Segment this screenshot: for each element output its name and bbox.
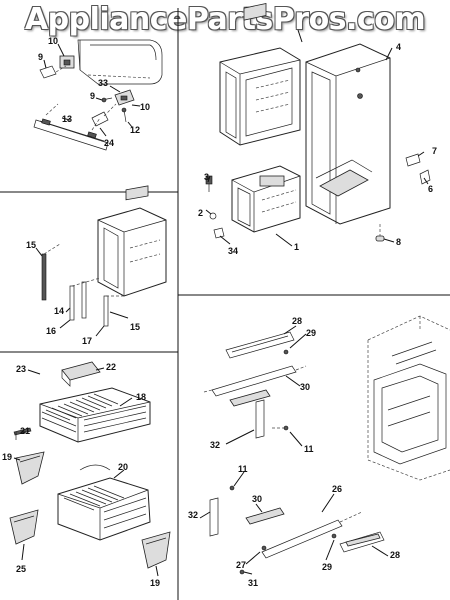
callout-label: 12 [130, 125, 140, 135]
callout-label: 20 [118, 462, 128, 472]
callout-label: 15 [26, 240, 36, 250]
section-drawer-slides [199, 315, 450, 575]
callout-label: 23 [16, 364, 26, 374]
section-door-trim [33, 39, 163, 151]
callout-label: 34 [228, 246, 238, 256]
section-cabinet [205, 2, 431, 247]
callout-label: 32 [210, 440, 220, 450]
callouts-baskets: 23 22 18 21 19 20 25 19 [2, 362, 160, 588]
callout-label: 28 [390, 550, 400, 560]
callout-label: 32 [188, 510, 198, 520]
callout-label: 24 [104, 138, 114, 148]
callout-label: 3 [204, 172, 209, 182]
callout-label: 29 [322, 562, 332, 572]
callout-label: 9 [90, 91, 95, 101]
callout-label: 9 [38, 52, 43, 62]
callout-label: 22 [106, 362, 116, 372]
callout-label: 6 [428, 184, 433, 194]
callout-label: 18 [136, 392, 146, 402]
callout-label: 26 [332, 484, 342, 494]
callouts-cabinet: 4 3 2 34 1 7 6 8 [198, 42, 437, 256]
callout-label: 19 [2, 452, 12, 462]
callout-label: 15 [130, 322, 140, 332]
section-side-strips [35, 185, 167, 337]
callout-label: 28 [292, 316, 302, 326]
callout-label: 10 [48, 36, 58, 46]
callout-label: 30 [300, 382, 310, 392]
callout-label: 10 [140, 102, 150, 112]
callout-label: 17 [82, 336, 92, 346]
callout-label: 2 [198, 208, 203, 218]
callout-label: 19 [150, 578, 160, 588]
callout-label: 4 [396, 42, 401, 52]
callout-label: 29 [306, 328, 316, 338]
callouts-door-trim: 10 9 33 9 10 12 13 24 [38, 36, 150, 148]
callout-label: 33 [98, 78, 108, 88]
callout-label: 30 [252, 494, 262, 504]
callout-label: 8 [396, 237, 401, 247]
callout-label: 11 [238, 464, 248, 474]
callout-label: 1 [294, 242, 299, 252]
callout-label: 25 [16, 564, 26, 574]
callout-label: 13 [62, 114, 72, 124]
callout-label: 27 [236, 560, 246, 570]
callout-label: 31 [248, 578, 258, 588]
callout-label: 21 [20, 426, 30, 436]
callout-label: 7 [432, 146, 437, 156]
section-dividers [0, 8, 450, 600]
callouts-drawer-slides: 28 29 30 32 11 11 32 30 26 27 29 28 31 [188, 316, 400, 588]
callout-label: 16 [46, 326, 56, 336]
callout-label: 14 [54, 306, 64, 316]
section-baskets [9, 361, 171, 577]
callouts-side-strips: 15 14 16 17 15 [26, 240, 140, 346]
callout-label: 11 [304, 444, 314, 454]
watermark-text: AppliancePartsPros.com [24, 2, 426, 37]
